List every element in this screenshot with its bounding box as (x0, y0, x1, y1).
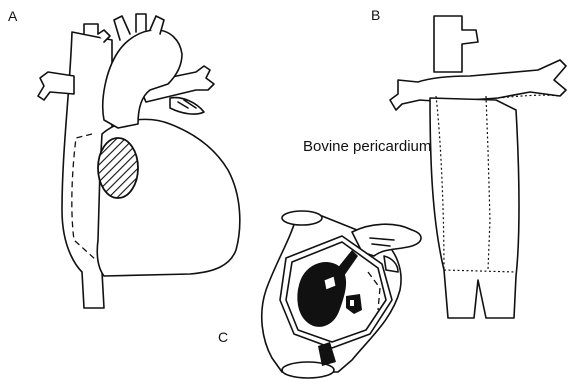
hatched-patch-a (98, 138, 138, 198)
aorta-a (103, 30, 182, 128)
vessel-trunk-b (434, 16, 478, 72)
panel-c-drawing (262, 211, 421, 378)
panel-label-a: A (8, 8, 17, 24)
bovine-pericardium-label: Bovine pericardium (303, 138, 431, 155)
panel-label-b: B (371, 7, 380, 23)
panel-b-drawing (390, 16, 566, 318)
panel-label-c: C (218, 329, 228, 345)
panel-a-drawing (38, 14, 240, 308)
patched-vessel-b (430, 98, 519, 318)
